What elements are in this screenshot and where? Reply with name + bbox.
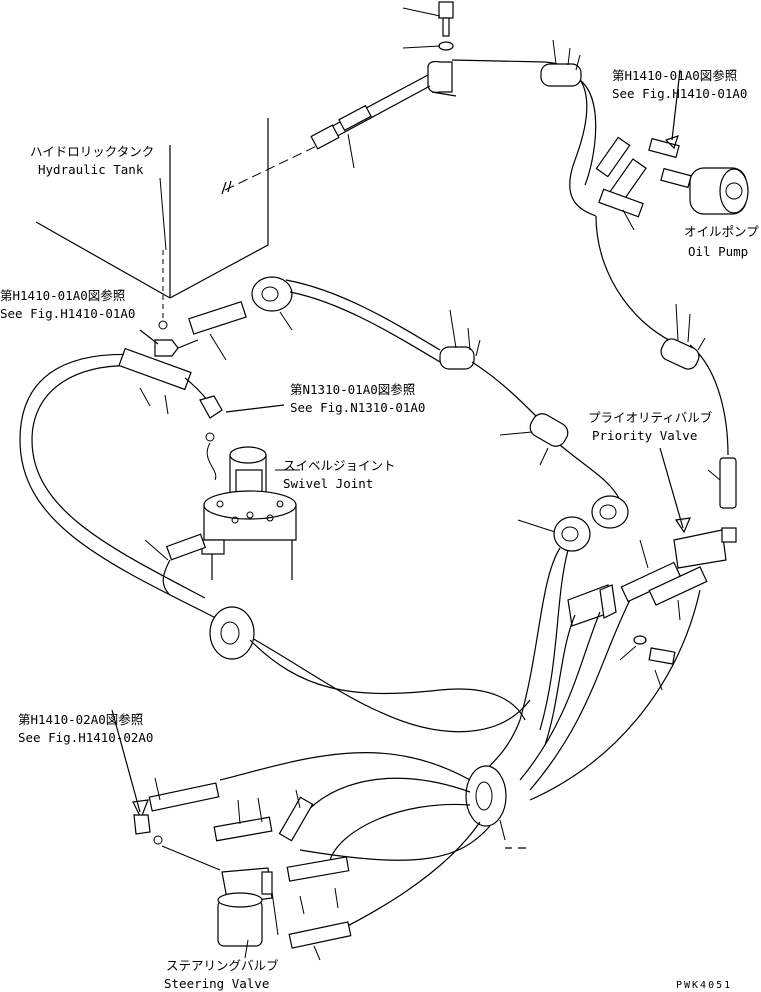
mounting-bracket: [567, 539, 708, 691]
pump-suction-hose: [540, 39, 681, 346]
steering-valve: [111, 709, 279, 959]
ref3-label-en: See Fig.N1310-01A0: [290, 400, 425, 415]
swivel-supply-hose: [144, 533, 207, 596]
steer-label-en: Steering Valve: [164, 976, 269, 991]
upper-return-pipe: [310, 74, 431, 169]
large-loop-hose: [19, 347, 531, 733]
priority-label-en: Priority Valve: [592, 428, 697, 443]
swivel-label-en: Swivel Joint: [283, 476, 373, 491]
priority-valve: [659, 303, 737, 569]
steering-hoses: [148, 752, 491, 961]
steer-label-jp: ステアリングバルブ: [166, 958, 279, 973]
ref2-label-jp: 第H1410-01A0図参照: [612, 68, 737, 83]
ref4-label-jp: 第H1410-02A0図参照: [18, 712, 143, 727]
tank-label-en: Hydraulic Tank: [38, 162, 144, 177]
hose-bundle: [249, 516, 701, 849]
oil-pump: [595, 69, 749, 231]
top-bolt-and-clamp: [402, 1, 546, 97]
ref1-label-en: See Fig.H1410-01A0: [0, 306, 135, 321]
hydraulic-tank: [35, 118, 326, 330]
ref3-label-jp: 第N1310-01A0図参照: [290, 382, 415, 397]
pump-label-jp: オイルポンプ: [684, 224, 759, 239]
tank-outlet-hose: [154, 300, 247, 361]
swivel-label-jp: スイベルジョイント: [283, 458, 396, 473]
ref1-label-jp: 第H1410-01A0図参照: [0, 288, 125, 303]
drawing-code: PWK4051: [676, 980, 732, 991]
swivel-joint: [201, 432, 300, 580]
middle-hose: [251, 276, 629, 529]
ref2-label-en: See Fig.H1410-01A0: [612, 86, 747, 101]
pump-label-en: Oil Pump: [688, 244, 748, 259]
priority-label-jp: プライオリティバルブ: [588, 410, 713, 425]
tank-label-jp: ハイドロリックタンク: [30, 144, 154, 159]
ref4-label-en: See Fig.H1410-02A0: [18, 730, 153, 745]
